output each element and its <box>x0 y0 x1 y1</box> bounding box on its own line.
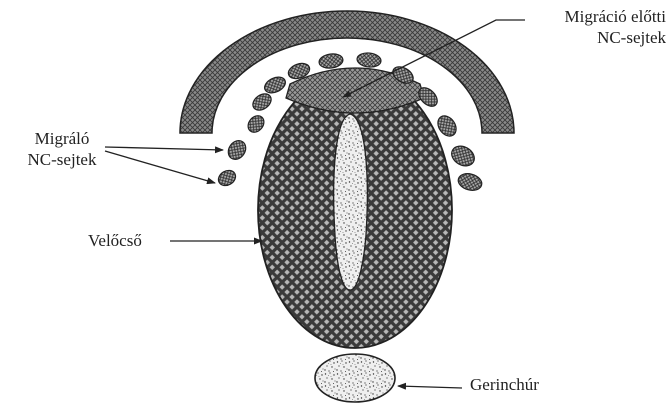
label-neural-tube: Velőcső <box>88 230 142 251</box>
nc-cell <box>318 52 344 69</box>
label-migrating-nc: Migráló NC-sejtek <box>2 128 122 170</box>
label-premigratory-line2: NC-sejtek <box>520 27 666 48</box>
neural-tube-lumen <box>334 114 368 290</box>
label-migrating-line1: Migráló <box>2 128 122 149</box>
arrow-notochord <box>398 386 462 388</box>
label-notochord: Gerinchúr <box>470 374 539 395</box>
label-premigratory-nc: Migráció előtti NC-sejtek <box>520 6 666 48</box>
nc-cell <box>245 113 267 136</box>
nc-cell <box>448 142 478 170</box>
label-premigratory-line1: Migráció előtti <box>520 6 666 27</box>
nc-cell <box>434 112 460 139</box>
label-migrating-line2: NC-sejtek <box>2 149 122 170</box>
arrow-migrating-upper <box>105 147 223 150</box>
nc-cell <box>356 52 381 68</box>
nc-cell <box>216 167 239 188</box>
nc-cell <box>262 74 288 96</box>
notochord <box>315 354 395 402</box>
nc-cell <box>456 171 483 193</box>
nc-cell <box>225 137 250 163</box>
nc-cell <box>250 91 274 114</box>
